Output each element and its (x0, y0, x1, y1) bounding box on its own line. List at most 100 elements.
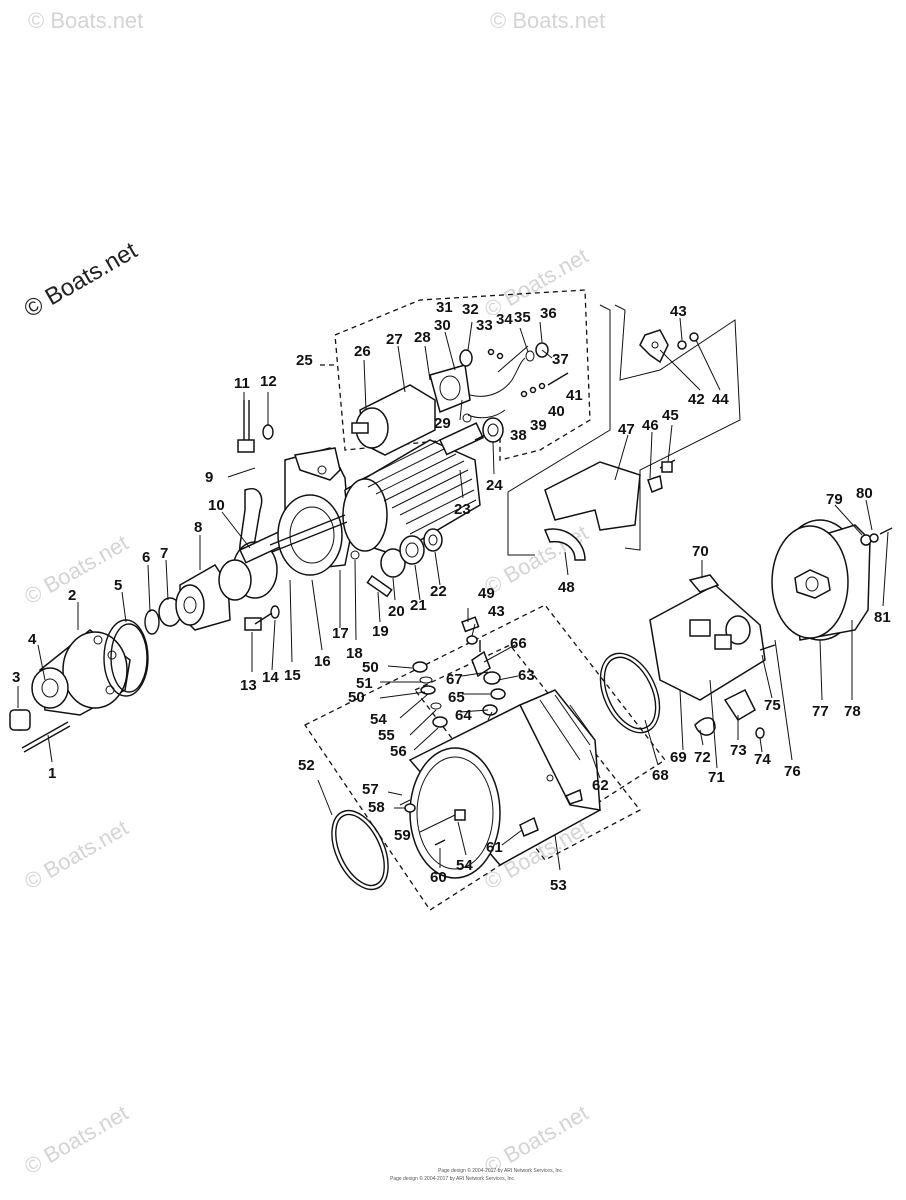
label-81: 81 (874, 609, 891, 626)
label-24: 24 (486, 477, 503, 494)
leader-lines (17, 317, 889, 871)
drive-end-frame (237, 400, 360, 631)
watermark-bottom-left: © Boats.net (20, 1100, 132, 1179)
label-71: 71 (708, 769, 725, 786)
label-59: 59 (394, 827, 411, 844)
label-8: 8 (194, 519, 202, 536)
label-60: 60 (430, 869, 447, 886)
label-21: 21 (410, 597, 427, 614)
label-64: 64 (455, 707, 472, 724)
label-12: 12 (260, 373, 277, 390)
footer-line-2: Page design © 2004-2017 by ARI Network S… (390, 1175, 515, 1182)
label-50-bottom: 50 (348, 689, 365, 706)
label-20: 20 (388, 603, 405, 620)
label-22: 22 (430, 583, 447, 600)
label-54-top: 54 (370, 711, 387, 728)
label-38: 38 (510, 427, 527, 444)
label-72: 72 (694, 749, 711, 766)
label-7: 7 (160, 545, 168, 562)
label-79: 79 (826, 491, 843, 508)
label-9: 9 (205, 469, 213, 486)
label-34: 34 (496, 311, 513, 328)
label-40: 40 (548, 403, 565, 420)
label-43-top: 43 (670, 303, 687, 320)
label-35: 35 (514, 309, 531, 326)
label-48: 48 (558, 579, 575, 596)
label-56: 56 (390, 743, 407, 760)
label-31: 31 (436, 299, 453, 316)
label-16: 16 (314, 653, 331, 670)
label-42: 42 (688, 391, 705, 408)
label-54-bottom: 54 (456, 857, 473, 874)
label-27: 27 (386, 331, 403, 348)
label-73: 73 (730, 742, 747, 759)
field-frame-and-terminals (399, 616, 602, 879)
label-10: 10 (208, 497, 225, 514)
label-50-top: 50 (362, 659, 379, 676)
label-63: 63 (518, 667, 535, 684)
label-28: 28 (414, 329, 431, 346)
label-5: 5 (114, 577, 122, 594)
end-cover (771, 519, 893, 641)
label-74: 74 (754, 751, 771, 768)
label-36: 36 (540, 305, 557, 322)
label-6: 6 (142, 549, 150, 566)
label-1: 1 (48, 765, 56, 782)
label-53: 53 (550, 877, 567, 894)
label-49: 49 (478, 585, 495, 602)
label-57: 57 (362, 781, 379, 798)
label-67: 67 (446, 671, 463, 688)
footer-line-1: Page design © 2004-2017 by ARI Network S… (438, 1167, 563, 1174)
label-44: 44 (712, 391, 729, 408)
label-69: 69 (670, 749, 687, 766)
label-80: 80 (856, 485, 873, 502)
label-51: 51 (356, 675, 373, 692)
label-75: 75 (764, 697, 781, 714)
label-76: 76 (784, 763, 801, 780)
label-77: 77 (812, 703, 829, 720)
label-43-mid: 43 (488, 603, 505, 620)
label-37: 37 (552, 351, 569, 368)
label-3: 3 (12, 669, 20, 686)
label-39: 39 (530, 417, 547, 434)
label-4: 4 (28, 631, 37, 648)
brush-holder (649, 574, 776, 739)
front-housing (9, 619, 149, 753)
label-62: 62 (592, 777, 609, 794)
label-70: 70 (692, 543, 709, 560)
label-13: 13 (240, 677, 257, 694)
drive-pinion-assembly (144, 488, 302, 635)
label-58: 58 (368, 799, 385, 816)
watermark-top-left: © Boats.net (28, 8, 143, 33)
label-17: 17 (332, 625, 349, 642)
label-14: 14 (262, 669, 279, 686)
label-18: 18 (346, 645, 363, 662)
label-30: 30 (434, 317, 451, 334)
solenoid (351, 342, 569, 456)
label-2: 2 (68, 587, 76, 604)
label-47: 47 (618, 421, 635, 438)
label-46: 46 (642, 417, 659, 434)
label-78: 78 (844, 703, 861, 720)
label-33: 33 (476, 317, 493, 334)
label-32: 32 (462, 301, 479, 318)
label-41: 41 (566, 387, 583, 404)
label-29: 29 (434, 415, 451, 432)
label-15: 15 (284, 667, 301, 684)
brush-holder-cover (543, 329, 699, 561)
watermark-lower-left: © Boats.net (20, 815, 132, 894)
label-65: 65 (448, 689, 465, 706)
label-23: 23 (454, 501, 471, 518)
label-45: 45 (662, 407, 679, 424)
watermark-main: © Boats.net (20, 237, 143, 323)
watermark-top-right: © Boats.net (490, 8, 605, 33)
label-52: 52 (298, 757, 315, 774)
footer: Page design © 2004-2017 by ARI Network S… (390, 1167, 563, 1182)
label-68: 68 (652, 767, 669, 784)
label-11: 11 (234, 375, 250, 392)
label-25: 25 (296, 352, 313, 369)
label-26: 26 (354, 343, 371, 360)
label-19: 19 (372, 623, 389, 640)
label-66: 66 (510, 635, 527, 652)
